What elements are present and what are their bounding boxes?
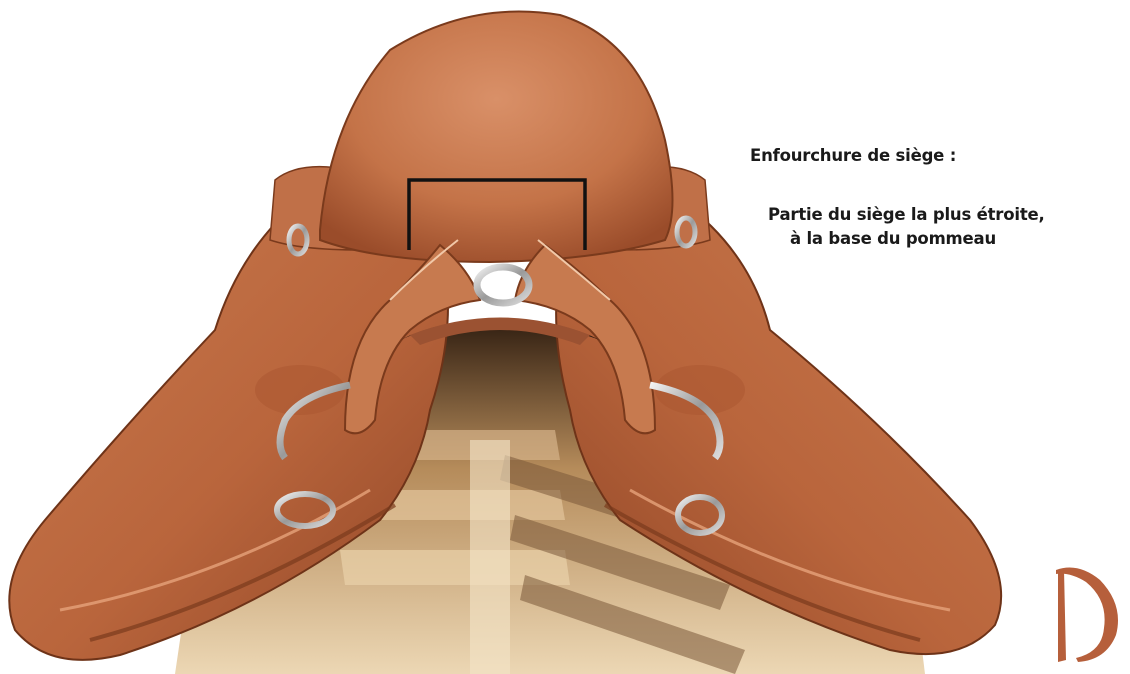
caption-title: Enfourchure de siège :: [750, 146, 956, 165]
caption-description-line2: à la base du pommeau: [768, 227, 1045, 251]
caption-description-line1: Partie du siège la plus étroite,: [768, 203, 1045, 227]
caption-description: Partie du siège la plus étroite, à la ba…: [768, 203, 1045, 251]
saddle-pommel: [320, 12, 673, 262]
brand-logo: [1038, 560, 1130, 668]
